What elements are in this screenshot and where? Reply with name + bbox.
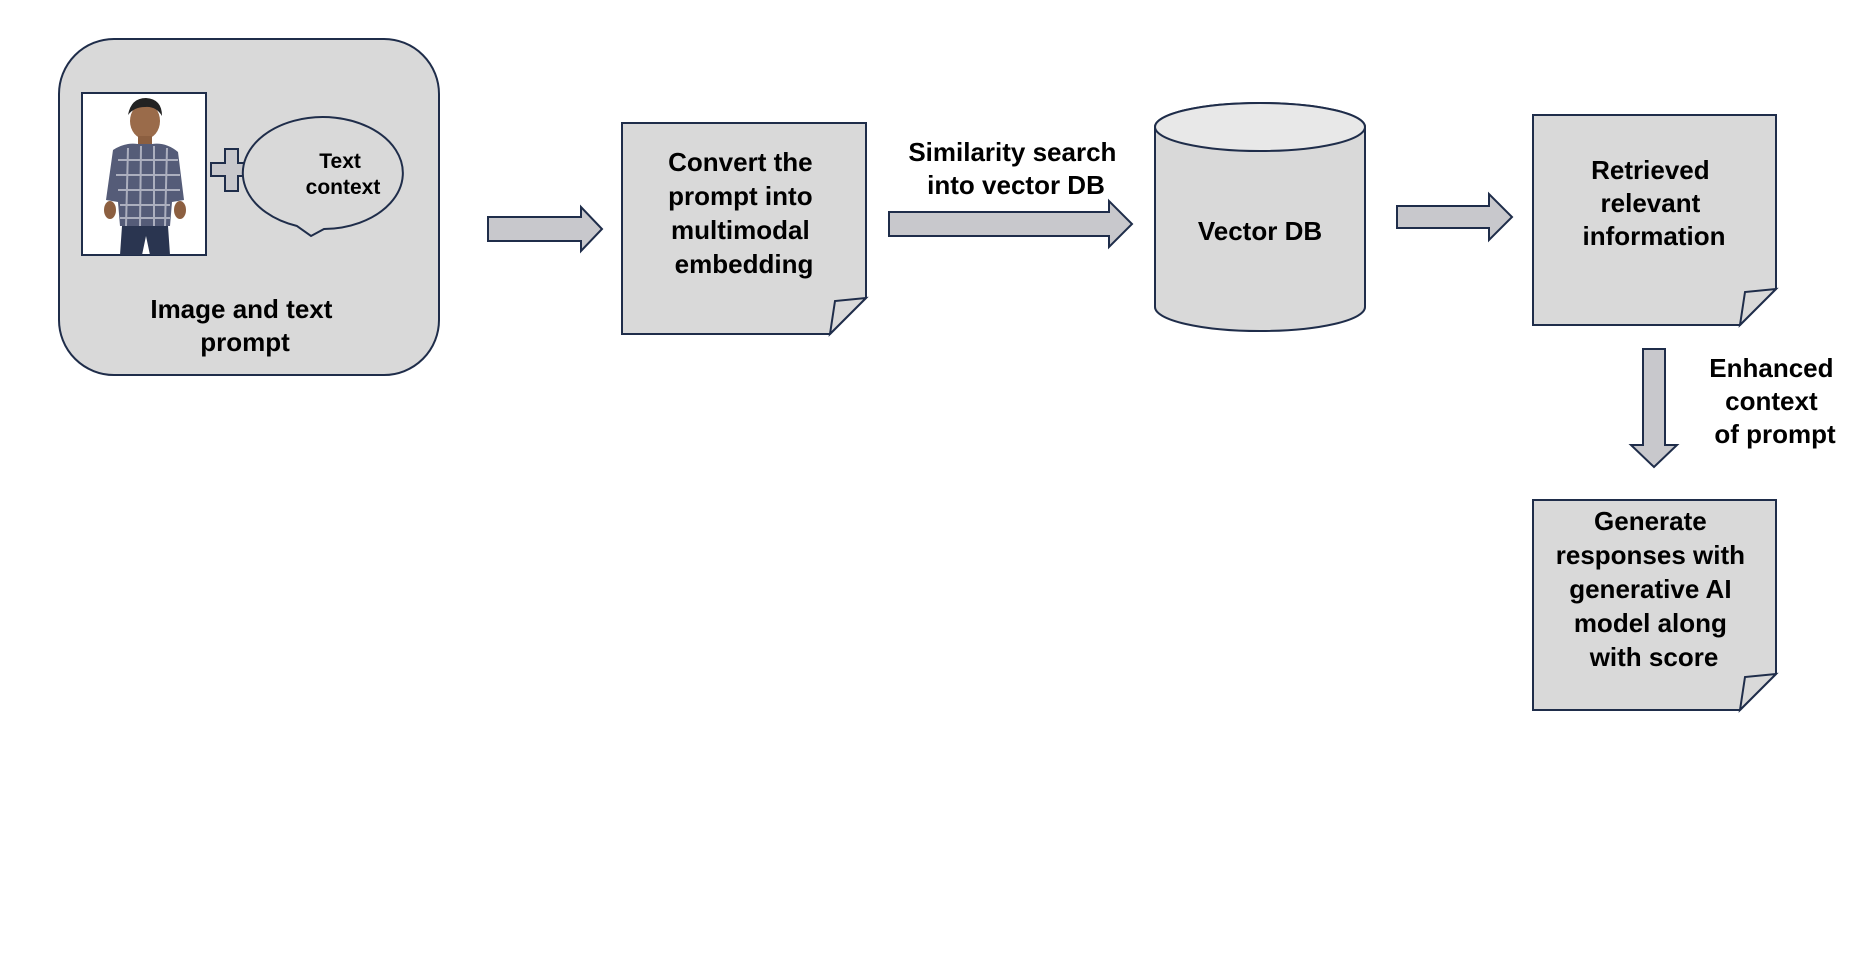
embed-step-label: Convert the prompt into multimodal embed… <box>668 147 820 279</box>
retrieved-step-fold <box>1738 287 1779 328</box>
person-photo-icon <box>81 92 207 256</box>
arrow-db-to-retrieved <box>1396 191 1514 243</box>
enhanced-context-edge: Enhanced context of prompt <box>1628 348 1840 469</box>
generate-step-label: Generate responses with generative AI mo… <box>1556 506 1753 672</box>
vector-db-top <box>1154 102 1366 152</box>
vector-db-node: Vector DB <box>1154 102 1366 332</box>
similarity-search-label: Similarity search into vector DB <box>908 137 1123 200</box>
enhanced-context-label: Enhanced context of prompt <box>1709 353 1840 449</box>
text-context-label: Text context <box>306 150 381 199</box>
generate-step-fold <box>1738 672 1779 713</box>
input-prompt-group: Text context Image and text prompt <box>58 38 440 376</box>
similarity-search-edge: Similarity search into vector DB <box>888 137 1134 250</box>
input-prompt-caption: Image and text prompt <box>150 294 339 357</box>
retrieved-step: Retrieved relevant information <box>1532 114 1779 328</box>
text-context-bubble <box>241 116 404 238</box>
vector-db-label: Vector DB <box>1198 216 1322 246</box>
retrieved-step-box <box>1532 114 1777 326</box>
arrow-retrieved-to-generate <box>1628 348 1680 469</box>
generate-step: Generate responses with generative AI mo… <box>1532 499 1779 713</box>
arrow-embed-to-db <box>888 198 1134 250</box>
retrieved-step-label: Retrieved relevant information <box>1583 155 1726 251</box>
embed-step-fold <box>828 296 869 337</box>
arrow-input-to-embed <box>487 204 604 254</box>
embed-step: Convert the prompt into multimodal embed… <box>621 122 869 337</box>
plus-icon <box>210 148 253 192</box>
